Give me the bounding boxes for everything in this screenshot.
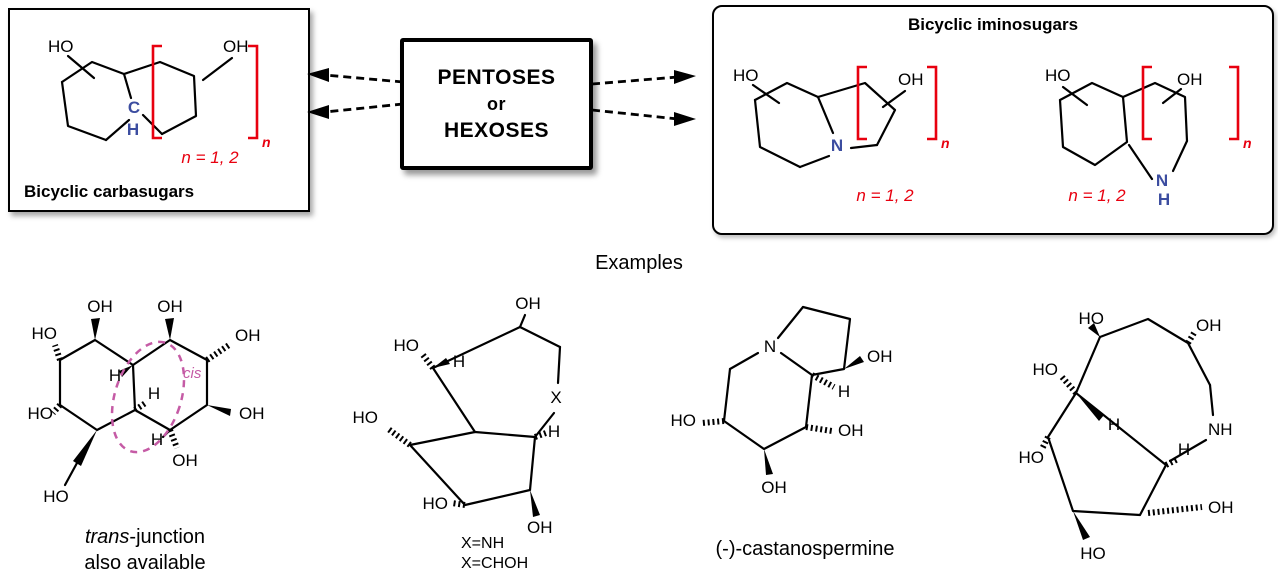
- ring-bonds: [408, 313, 562, 507]
- atom-label-ho: HO: [394, 336, 420, 355]
- stereo-bonds: [385, 353, 548, 517]
- atom-label-oh: OH: [235, 326, 261, 345]
- junction-h-label: H: [548, 422, 560, 441]
- atom-label-oh: OH: [223, 37, 249, 56]
- n-equals-label: n = 1, 2: [856, 186, 914, 205]
- atom-label-oh: OH: [1196, 316, 1222, 335]
- atom-label-oh: OH: [1177, 70, 1203, 89]
- n-equals-label: n = 1, 2: [181, 148, 239, 167]
- atom-label-oh: OH: [515, 294, 541, 313]
- bracket-subscript: n: [941, 135, 950, 151]
- atom-label-oh: OH: [172, 451, 198, 470]
- x-atom-label: X: [550, 388, 561, 407]
- stereo-bonds: [1039, 323, 1203, 540]
- example-3-structure: N OH H HO OH OH: [671, 305, 893, 497]
- atom-label-oh: OH: [157, 297, 183, 316]
- junction-word: -junction: [129, 526, 206, 548]
- bracket-subscript: n: [262, 134, 271, 150]
- junction-h-label: H: [109, 366, 121, 385]
- atom-label-ho: HO: [733, 66, 759, 85]
- arrow-left-upper: [307, 68, 404, 84]
- junction-h-label: H: [1178, 440, 1190, 459]
- trans-word: trans: [84, 526, 130, 548]
- nitrogen-label: N: [831, 136, 843, 155]
- atom-label-ho: HO: [1080, 544, 1106, 563]
- atom-label-ho: HO: [43, 487, 69, 506]
- atom-label-ho: HO: [48, 37, 74, 56]
- nh-hydrogen-label: H: [1158, 190, 1170, 209]
- atom-label-ho: HO: [1045, 66, 1071, 85]
- junction-h-label: H: [1108, 415, 1120, 434]
- arrow-right-upper: [591, 70, 696, 86]
- right-dashed-arrows: [591, 70, 696, 126]
- junction-h-label: H: [151, 430, 163, 449]
- left-dashed-arrows: [307, 68, 404, 119]
- atom-label-oh: OH: [1208, 498, 1234, 517]
- indolizidine-bonds: [751, 81, 907, 169]
- iminosugar-box: Bicyclic iminosugars HO OH N n n = 1, 2: [712, 5, 1274, 235]
- x-definition-1: X=NH: [461, 535, 504, 552]
- junction-h-label: H: [838, 382, 850, 401]
- atom-label-oh: OH: [898, 70, 924, 89]
- red-brackets-s1: [856, 65, 938, 141]
- example-1-caption-line2: also available: [84, 552, 206, 570]
- iminosugar-title: Bicyclic iminosugars: [907, 15, 1079, 34]
- atom-label-ho: HO: [28, 404, 54, 423]
- x-definition-2: X=CHOH: [461, 555, 528, 570]
- iminosugar-structures: HO OH N n n = 1, 2 HO OH N H n n: [733, 65, 1252, 209]
- carbasugar-box: HO OH C H n n = 1, 2 Bicyclic carbasugar…: [8, 8, 310, 212]
- arrow-left-lower: [307, 102, 404, 119]
- carbasugar-structure: HO OH C H n n = 1, 2: [48, 37, 271, 167]
- atom-label-ho: HO: [671, 411, 697, 430]
- pentoses-hexoses-box: PENTOSES or HEXOSES: [400, 38, 593, 170]
- ring-bonds: [1046, 317, 1215, 517]
- red-brackets-s2: [1141, 65, 1240, 141]
- atom-label-ho: HO: [1033, 360, 1059, 379]
- atom-label-ho: HO: [32, 324, 58, 343]
- atom-label-oh: OH: [239, 404, 265, 423]
- cis-label: cis: [183, 365, 202, 382]
- nh-label: NH: [1208, 420, 1233, 439]
- fusion-carbon-label: C: [128, 98, 140, 117]
- arrow-right-lower: [591, 108, 696, 126]
- example-4-structure: HO OH HO NH H H HO OH HO: [1019, 309, 1234, 563]
- center-line-hexoses: HEXOSES: [443, 118, 550, 142]
- stereo-bonds: [701, 356, 864, 475]
- center-line-or: or: [487, 93, 506, 114]
- cis-junction-ellipse: [110, 340, 186, 454]
- atom-label-oh: OH: [761, 478, 787, 497]
- bracket-subscript: n: [1243, 135, 1252, 151]
- quinolizidine-bonds: [1058, 81, 1189, 181]
- example-1-structure: cis OH OH HO OH HO OH H H H OH HO: [28, 297, 265, 506]
- atom-label-oh: OH: [527, 518, 553, 537]
- example-2-structure: OH HO H HO X H HO OH X=NH X=CHOH: [353, 294, 562, 570]
- ring-bonds: [722, 305, 852, 451]
- n-equals-label: n = 1, 2: [1068, 186, 1126, 205]
- example-1-caption-line1: trans-junction: [25, 526, 265, 549]
- atom-label-ho: HO: [1079, 309, 1105, 328]
- nitrogen-label: N: [1156, 171, 1168, 190]
- junction-h-label: H: [148, 384, 160, 403]
- atom-label-oh: OH: [87, 297, 113, 316]
- atom-label-ho: HO: [423, 494, 449, 513]
- example-3-caption: (-)-castanospermine: [715, 538, 895, 560]
- carbasugar-caption: Bicyclic carbasugars: [24, 182, 195, 201]
- fusion-hydrogen-label: H: [127, 120, 139, 139]
- atom-label-ho: HO: [353, 408, 379, 427]
- stereo-bonds: [50, 318, 231, 466]
- atom-label-oh: OH: [867, 347, 893, 366]
- junction-h-label: H: [453, 352, 465, 371]
- center-line-pentoses: PENTOSES: [437, 65, 556, 89]
- ring-bonds: [60, 54, 234, 142]
- atom-label-ho: HO: [1019, 448, 1045, 467]
- examples-heading: Examples: [595, 252, 683, 274]
- red-brackets: [151, 44, 259, 140]
- atom-label-oh: OH: [838, 421, 864, 440]
- nitrogen-label: N: [764, 337, 776, 356]
